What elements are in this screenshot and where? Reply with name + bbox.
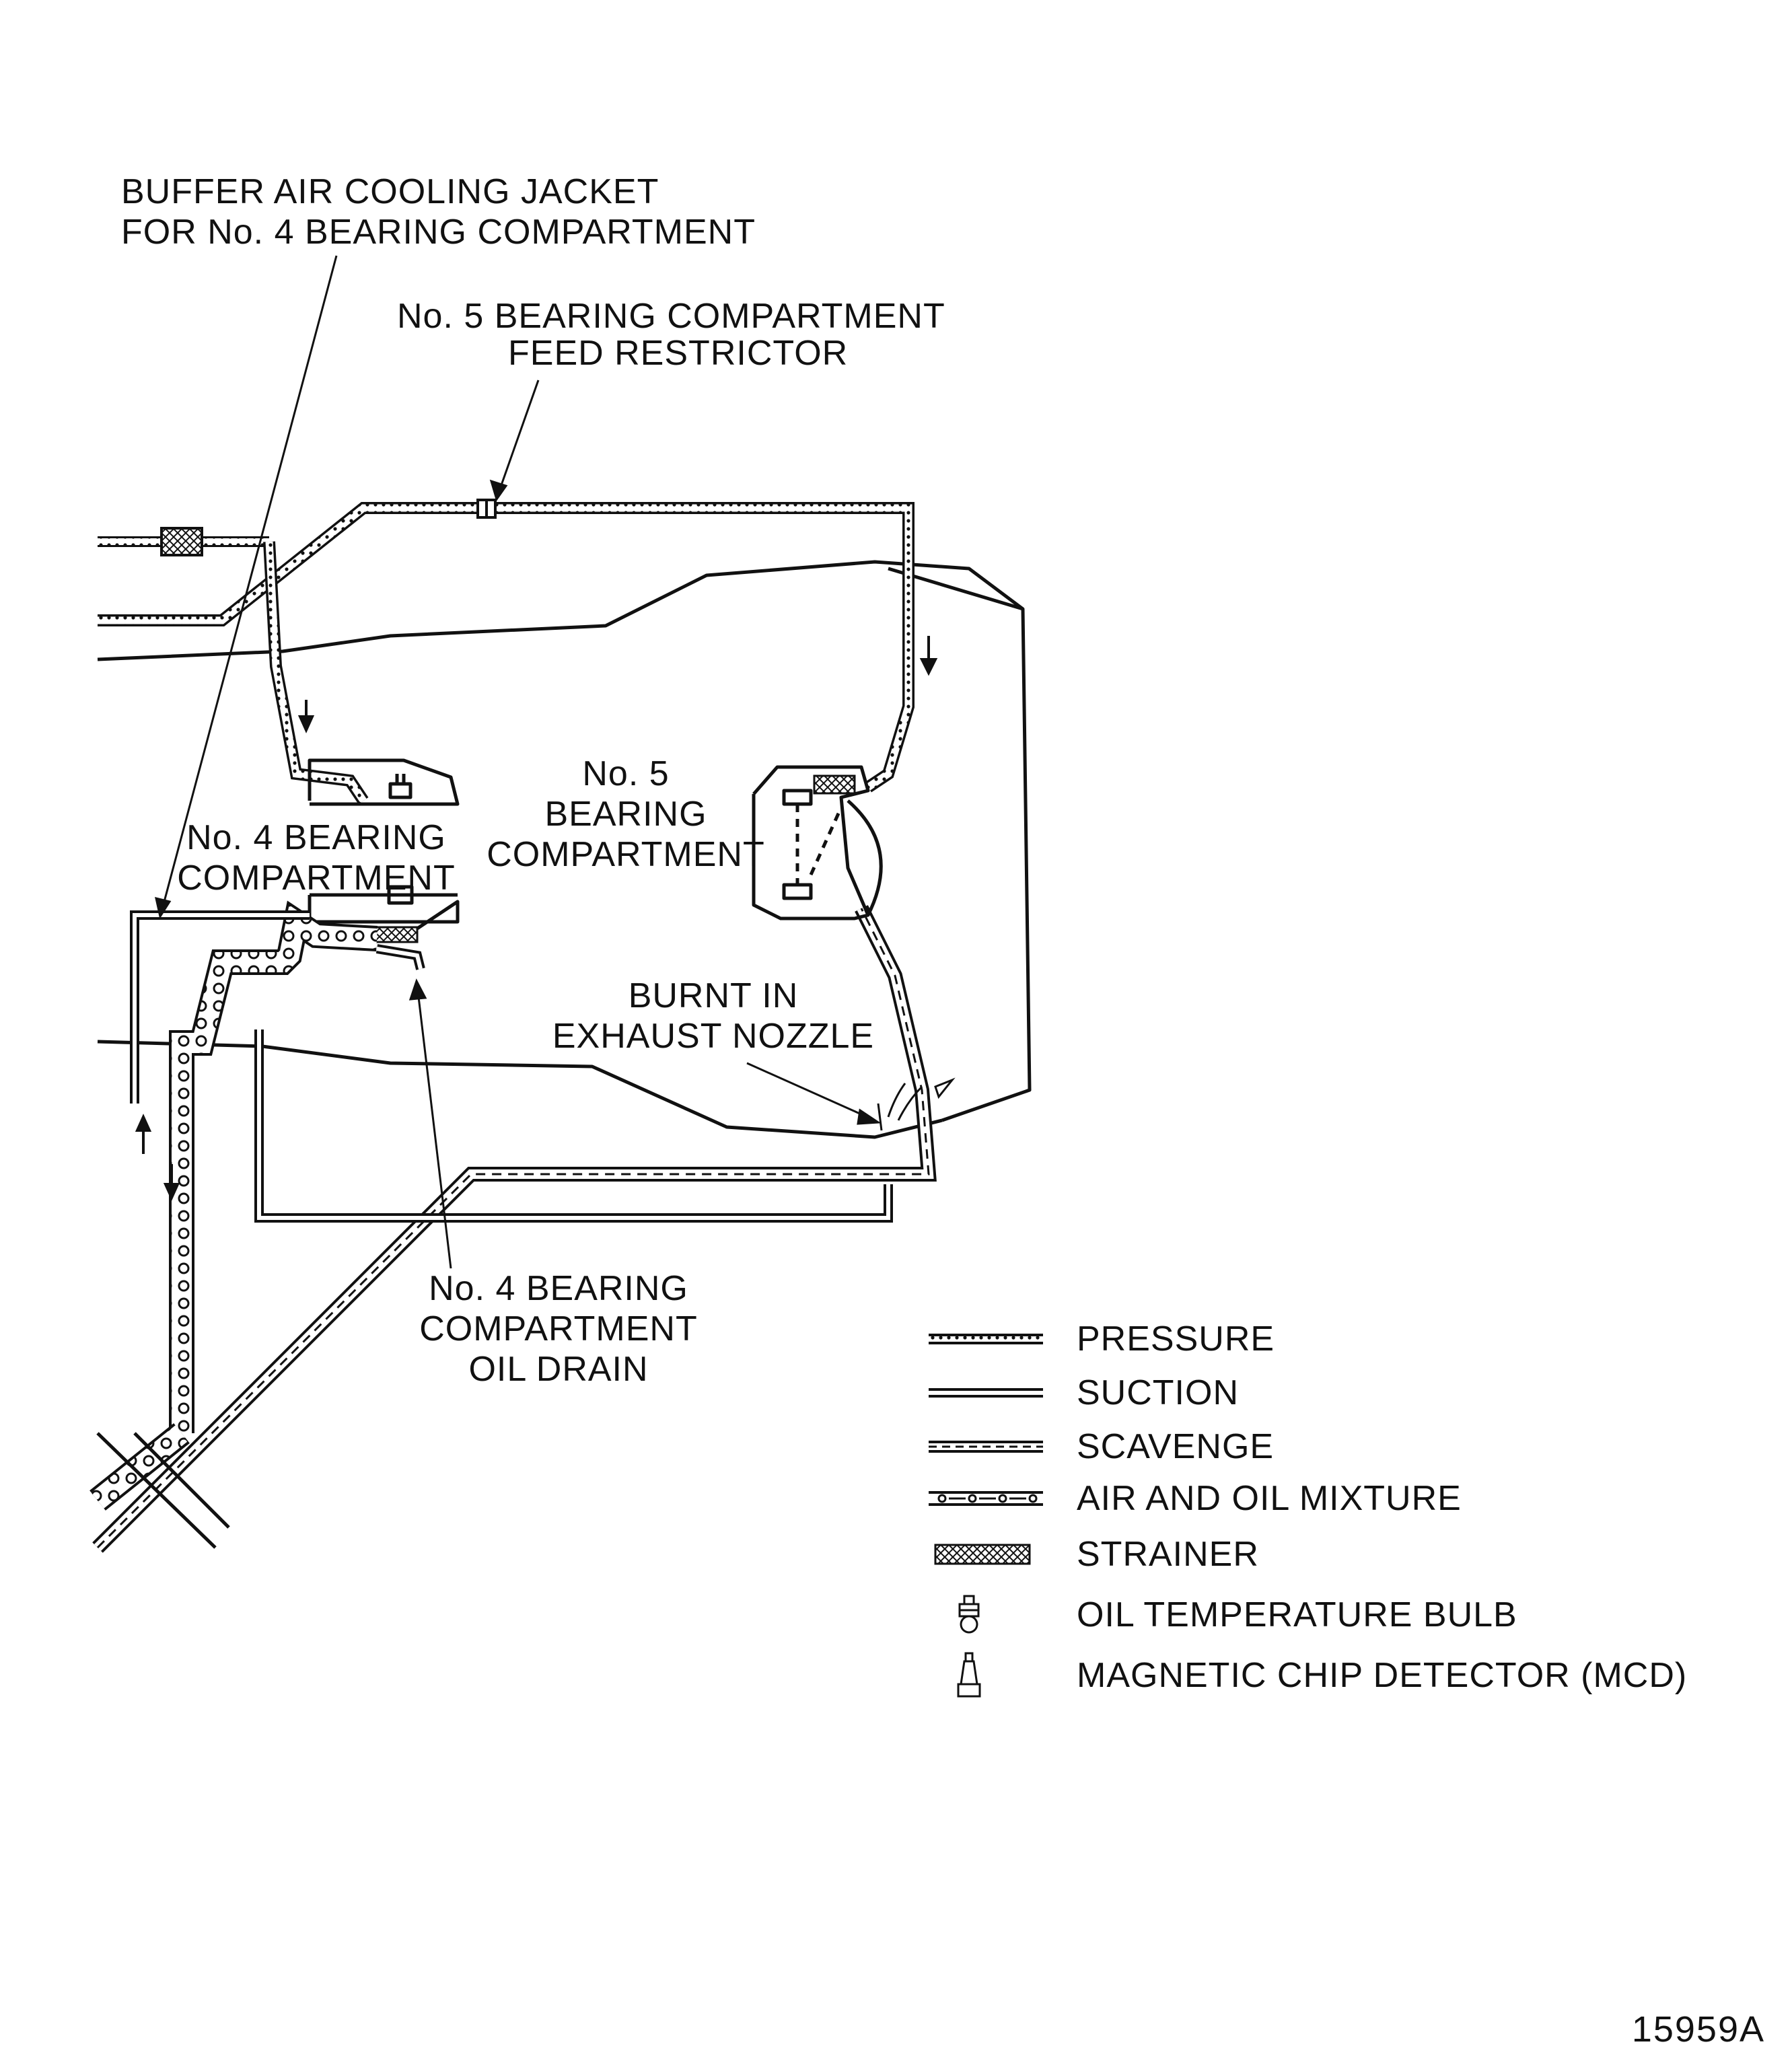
legend-item-temp-bulb: OIL TEMPERATURE BULB (929, 1591, 1517, 1638)
label-no5-line3: COMPARTMENT (487, 835, 765, 874)
label-no4-line2: COMPARTMENT (177, 859, 456, 898)
label-drain-line3: OIL DRAIN (468, 1350, 649, 1389)
air-oil-mixture-line-icon (929, 1491, 1043, 1506)
label-no5-restrictor-line1: No. 5 BEARING COMPARTMENT (397, 297, 945, 336)
exhaust-nozzle-burn (877, 1077, 956, 1131)
legend-label-suction: SUCTION (1077, 1373, 1239, 1412)
pressure-main-line (98, 502, 915, 793)
strainer-icon (934, 1544, 1031, 1565)
air-oil-mixture-line (89, 900, 378, 1511)
label-buffer-air-line2: FOR No. 4 BEARING COMPARTMENT (121, 213, 756, 252)
oil-temperature-bulb-icon (958, 1595, 980, 1634)
label-drain-line1: No. 4 BEARING (429, 1269, 688, 1308)
pressure-lines (98, 502, 915, 804)
legend-label-air-oil: AIR AND OIL MIXTURE (1077, 1479, 1462, 1518)
leader-exhaust-nozzle (746, 1062, 875, 1122)
magnetic-chip-detector-icon (957, 1652, 981, 1698)
leader-buffer-air (160, 255, 338, 912)
label-burnt-line2: EXHAUST NOZZLE (552, 1017, 875, 1056)
lower-struts (96, 1432, 230, 1549)
legend-label-pressure: PRESSURE (1077, 1319, 1275, 1359)
legend-label-mcd: MAGNETIC CHIP DETECTOR (MCD) (1077, 1656, 1688, 1695)
label-no5-compartment: No. 5 BEARING COMPARTMENT (471, 754, 781, 875)
legend-item-suction: SUCTION (929, 1369, 1239, 1416)
feed-restrictor-icon (476, 499, 497, 519)
label-no5-line1: No. 5 (582, 754, 670, 793)
legend-item-air-oil: AIR AND OIL MIXTURE (929, 1475, 1462, 1522)
legend-label-temp-bulb: OIL TEMPERATURE BULB (1077, 1595, 1517, 1634)
leader-oil-drain (416, 985, 452, 1269)
label-no4-line1: No. 4 BEARING (186, 818, 446, 857)
flow-arrows (135, 636, 938, 1201)
legend-item-pressure: PRESSURE (929, 1315, 1275, 1363)
legend-label-strainer: STRAINER (1077, 1535, 1259, 1574)
label-drain-line2: COMPARTMENT (419, 1309, 698, 1348)
figure-number: 15959A (1631, 2009, 1765, 2050)
label-no4-oil-drain: No. 4 BEARING COMPARTMENT OIL DRAIN (404, 1268, 713, 1389)
label-no5-restrictor-line2: FEED RESTRICTOR (508, 334, 849, 373)
no4-compartment-upper (308, 758, 460, 806)
leader-lines (155, 255, 882, 1269)
legend-item-strainer: STRAINER (929, 1531, 1259, 1578)
legend-item-scavenge: SCAVENGE (929, 1423, 1274, 1470)
suction-line-icon (929, 1388, 1043, 1398)
legend-label-scavenge: SCAVENGE (1077, 1427, 1275, 1466)
label-no4-compartment: No. 4 BEARING COMPARTMENT (175, 818, 458, 898)
no5-compartment (752, 765, 883, 920)
pressure-line-icon (929, 1334, 1043, 1344)
label-burnt-exhaust: BURNT IN EXHAUST NOZZLE (538, 976, 888, 1056)
label-burnt-line1: BURNT IN (628, 976, 799, 1015)
legend-item-mcd: MAGNETIC CHIP DETECTOR (MCD) (929, 1652, 1687, 1699)
no5-strainer-icon (813, 774, 856, 795)
inlet-strainer-icon (160, 527, 203, 556)
label-buffer-air-line1: BUFFER AIR COOLING JACKET (121, 172, 659, 211)
upper-casing-line (97, 560, 1032, 1122)
scavenge-line (92, 905, 937, 1553)
leader-feed-restrictor (497, 379, 540, 495)
suction-lines (130, 910, 893, 1223)
scavenge-line-icon (929, 1441, 1043, 1453)
label-no5-line2: BEARING (544, 795, 707, 834)
